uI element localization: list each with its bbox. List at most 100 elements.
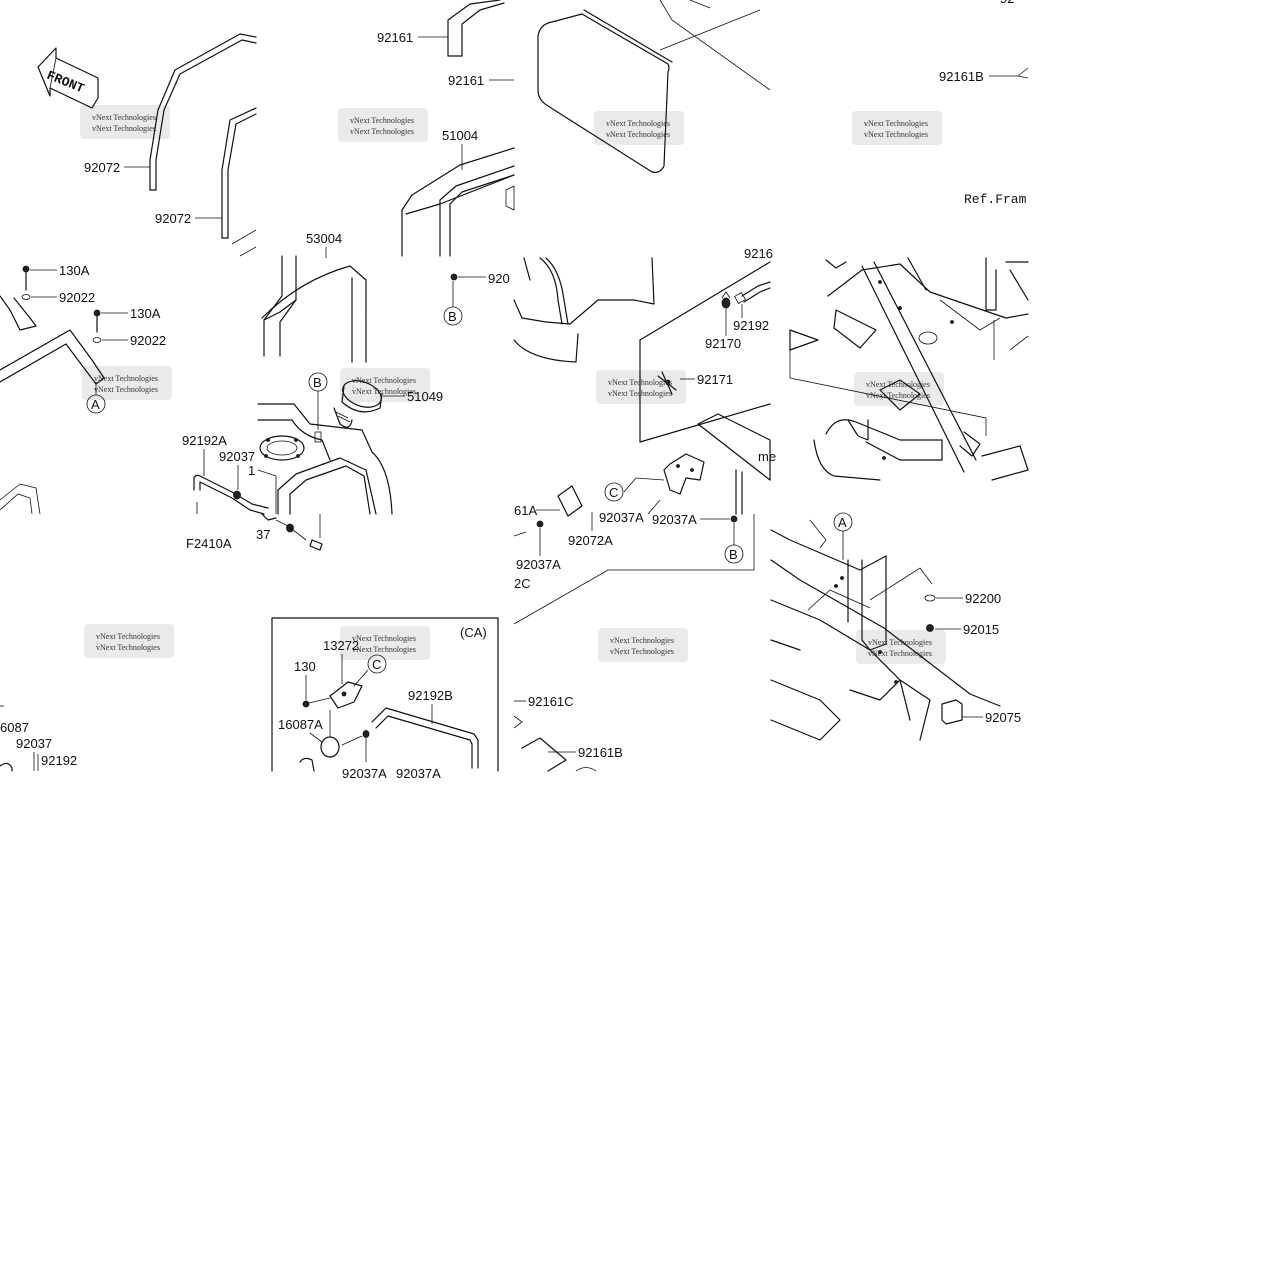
pad-92072A-lower (557, 485, 583, 517)
label-51004: 51004 (442, 128, 478, 170)
svg-text:92037A: 92037A (516, 557, 561, 572)
fuel-tank-51004-lower (257, 403, 393, 515)
inset-box (639, 261, 771, 443)
label-130: 130 (294, 659, 316, 700)
svg-text:51049: 51049 (407, 389, 443, 404)
label-53004: 53004 (306, 231, 342, 258)
fuel-tank-51004-upper (401, 147, 515, 257)
label-92-cut: 92 (1000, 0, 1014, 6)
svg-text:B: B (729, 547, 738, 562)
callout-B-lower: B (724, 523, 744, 564)
label-130A-a: 130A (30, 263, 90, 278)
svg-text:vNext Technologies: vNext Technologies (96, 643, 160, 652)
bolt-130A-b (93, 309, 101, 333)
frame-rail-lower (770, 519, 1001, 741)
svg-text:92200: 92200 (965, 591, 1001, 606)
watermark-8: vNext Technologies vNext Technologies (854, 372, 944, 406)
watermark-12: vNext Technologies vNext Technologies (856, 630, 946, 664)
label-130A-b: 130A (101, 306, 161, 321)
svg-text:61A: 61A (514, 503, 537, 518)
bracket-C (623, 453, 705, 495)
svg-text:920: 920 (488, 271, 510, 286)
svg-text:vNext Technologies: vNext Technologies (606, 119, 670, 128)
label-92072-b: 92072 (155, 211, 222, 226)
label-13272: 13272 (323, 638, 359, 684)
strap-53004 (261, 255, 367, 363)
vehicle-frame (789, 257, 1029, 481)
clamp-92037 (233, 490, 241, 500)
svg-text:13272: 13272 (323, 638, 359, 653)
svg-text:92037A: 92037A (599, 510, 644, 525)
svg-text:(CA): (CA) (460, 625, 487, 640)
svg-text:37: 37 (256, 527, 270, 542)
bracket-13272 (329, 669, 369, 709)
label-92200: 92200 (936, 591, 1001, 606)
svg-text:A: A (91, 397, 100, 412)
label-92037A-ca: 92037A (342, 738, 387, 781)
svg-text:vNext Technologies: vNext Technologies (866, 391, 930, 400)
valve-92170 (721, 291, 731, 309)
label-2C-cut: 2C (514, 576, 531, 591)
filter-16087A (299, 710, 340, 772)
svg-text:vNext Technologies: vNext Technologies (864, 119, 928, 128)
svg-text:vNext Technologies: vNext Technologies (94, 385, 158, 394)
label-92161-top: 92161 (377, 30, 448, 45)
label-F2410A: F2410A (186, 502, 232, 551)
svg-text:F2410A: F2410A (186, 536, 232, 551)
label-1-cut: 1 (248, 463, 255, 478)
svg-text:vNext Technologies: vNext Technologies (96, 632, 160, 641)
label-92037A-ca2: 92037A (396, 766, 441, 781)
svg-text:92022: 92022 (130, 333, 166, 348)
svg-text:92161: 92161 (377, 30, 413, 45)
label-92161C: 92161C (513, 694, 574, 729)
svg-text:2C: 2C (514, 576, 531, 591)
label-92072-a: 92072 (84, 160, 150, 175)
fuel-cap-51049 (333, 380, 383, 428)
label-92161B-bot: 92161B (548, 745, 623, 772)
heat-pad-92072A (697, 413, 771, 515)
svg-text:vNext Technologies: vNext Technologies (352, 376, 416, 385)
svg-text:92037A: 92037A (396, 766, 441, 781)
label-37-cut: 37 (256, 527, 270, 542)
label-92170: 92170 (705, 308, 741, 351)
strap-92161 (447, 0, 505, 57)
callout-C-mid: C (604, 482, 624, 502)
leader-box-lower (513, 514, 755, 625)
svg-text:vNext Technologies: vNext Technologies (352, 645, 416, 654)
watermarks: vNext Technologies vNext Technologies vN… (80, 105, 946, 664)
hose-92192A (193, 474, 269, 515)
washer-92200 (924, 594, 936, 602)
label-92192: 92192 (733, 304, 769, 333)
washer-92022-a (21, 294, 31, 300)
svg-text:92072: 92072 (84, 160, 120, 175)
nut-92037A-c (513, 520, 544, 537)
watermark-9: vNext Technologies vNext Technologies (84, 624, 174, 658)
svg-text:92192B: 92192B (408, 688, 453, 703)
label-9216-cut: 9216 (744, 246, 773, 261)
svg-text:53004: 53004 (306, 231, 342, 246)
tank-bracket (0, 295, 105, 515)
svg-text:9216: 9216 (744, 246, 773, 261)
callout-A-right: A (833, 512, 853, 560)
svg-text:vNext Technologies: vNext Technologies (866, 380, 930, 389)
bolt-130A-a (22, 265, 30, 291)
watermark-2: vNext Technologies vNext Technologies (338, 108, 428, 142)
svg-text:Ref.Fram: Ref.Fram (964, 192, 1027, 207)
label-51049: 51049 (383, 389, 443, 404)
svg-text:B: B (448, 309, 457, 324)
svg-text:92022: 92022 (59, 290, 95, 305)
label-92075: 92075 (962, 710, 1021, 725)
label-920-cut: 920 (450, 271, 510, 286)
watermark-3: vNext Technologies vNext Technologies (594, 111, 684, 145)
label-92037A-a: 92037A (599, 499, 661, 525)
watermark-1: vNext Technologies vNext Technologies (80, 105, 170, 139)
vent-hose-92192 (733, 281, 771, 305)
svg-text:vNext Technologies: vNext Technologies (864, 130, 928, 139)
svg-text:92161: 92161 (448, 73, 484, 88)
label-92037A-c: 92037A (516, 528, 561, 572)
callout-B-cap: B (308, 372, 328, 443)
fitting-lower (261, 513, 323, 551)
ref-frame-note: Ref.Fram (964, 192, 1027, 207)
callout-A-left: A (86, 382, 106, 414)
